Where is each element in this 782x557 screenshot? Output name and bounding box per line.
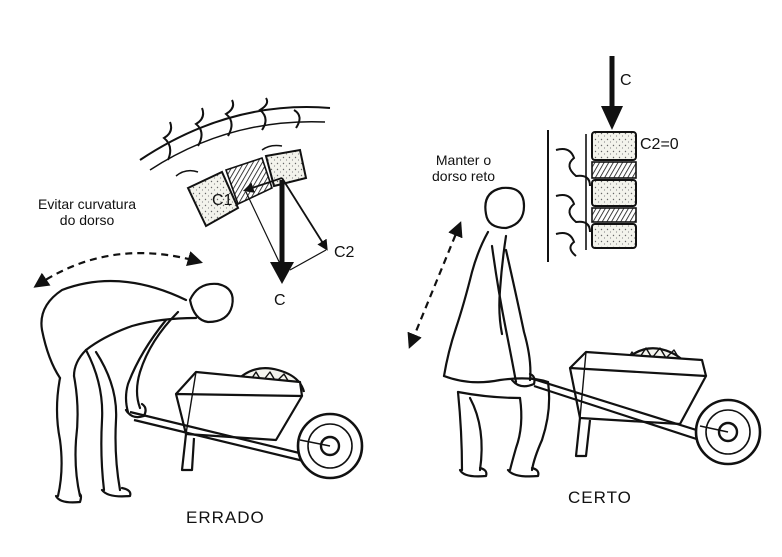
left-note: Evitar curvatura do dorso [38, 196, 136, 228]
disc [592, 208, 636, 222]
left-wheelbarrow [130, 368, 362, 478]
left-caption-errado: ERRADO [186, 508, 265, 528]
right-force-c-label: C [620, 72, 632, 90]
right-scene [410, 56, 760, 476]
left-spine-curved [140, 98, 330, 226]
right-wheelbarrow [530, 348, 760, 464]
right-caption-certo: CERTO [568, 488, 632, 508]
vertebra-top [592, 132, 636, 160]
right-force-c2-zero-label: C2=0 [640, 136, 679, 154]
force-c-arrowhead [270, 262, 294, 284]
right-note-line1: Manter o [432, 152, 495, 168]
left-force-c1-label: C1 [212, 192, 232, 210]
left-note-line2: do dorso [38, 212, 136, 228]
left-note-line1: Evitar curvatura [38, 196, 136, 212]
right-figure-squat [444, 188, 549, 477]
left-force-c-label: C [274, 292, 286, 310]
left-force-c2-label: C2 [334, 244, 354, 262]
right-note-line2: dorso reto [432, 168, 495, 184]
vertebra-bottom [592, 224, 636, 248]
disc [592, 162, 636, 178]
left-scene [36, 98, 362, 502]
right-note: Manter o dorso reto [432, 152, 495, 184]
vertebra-mid [592, 180, 636, 206]
straight-back-arrow [410, 224, 460, 346]
force-c-arrowhead [601, 106, 623, 130]
